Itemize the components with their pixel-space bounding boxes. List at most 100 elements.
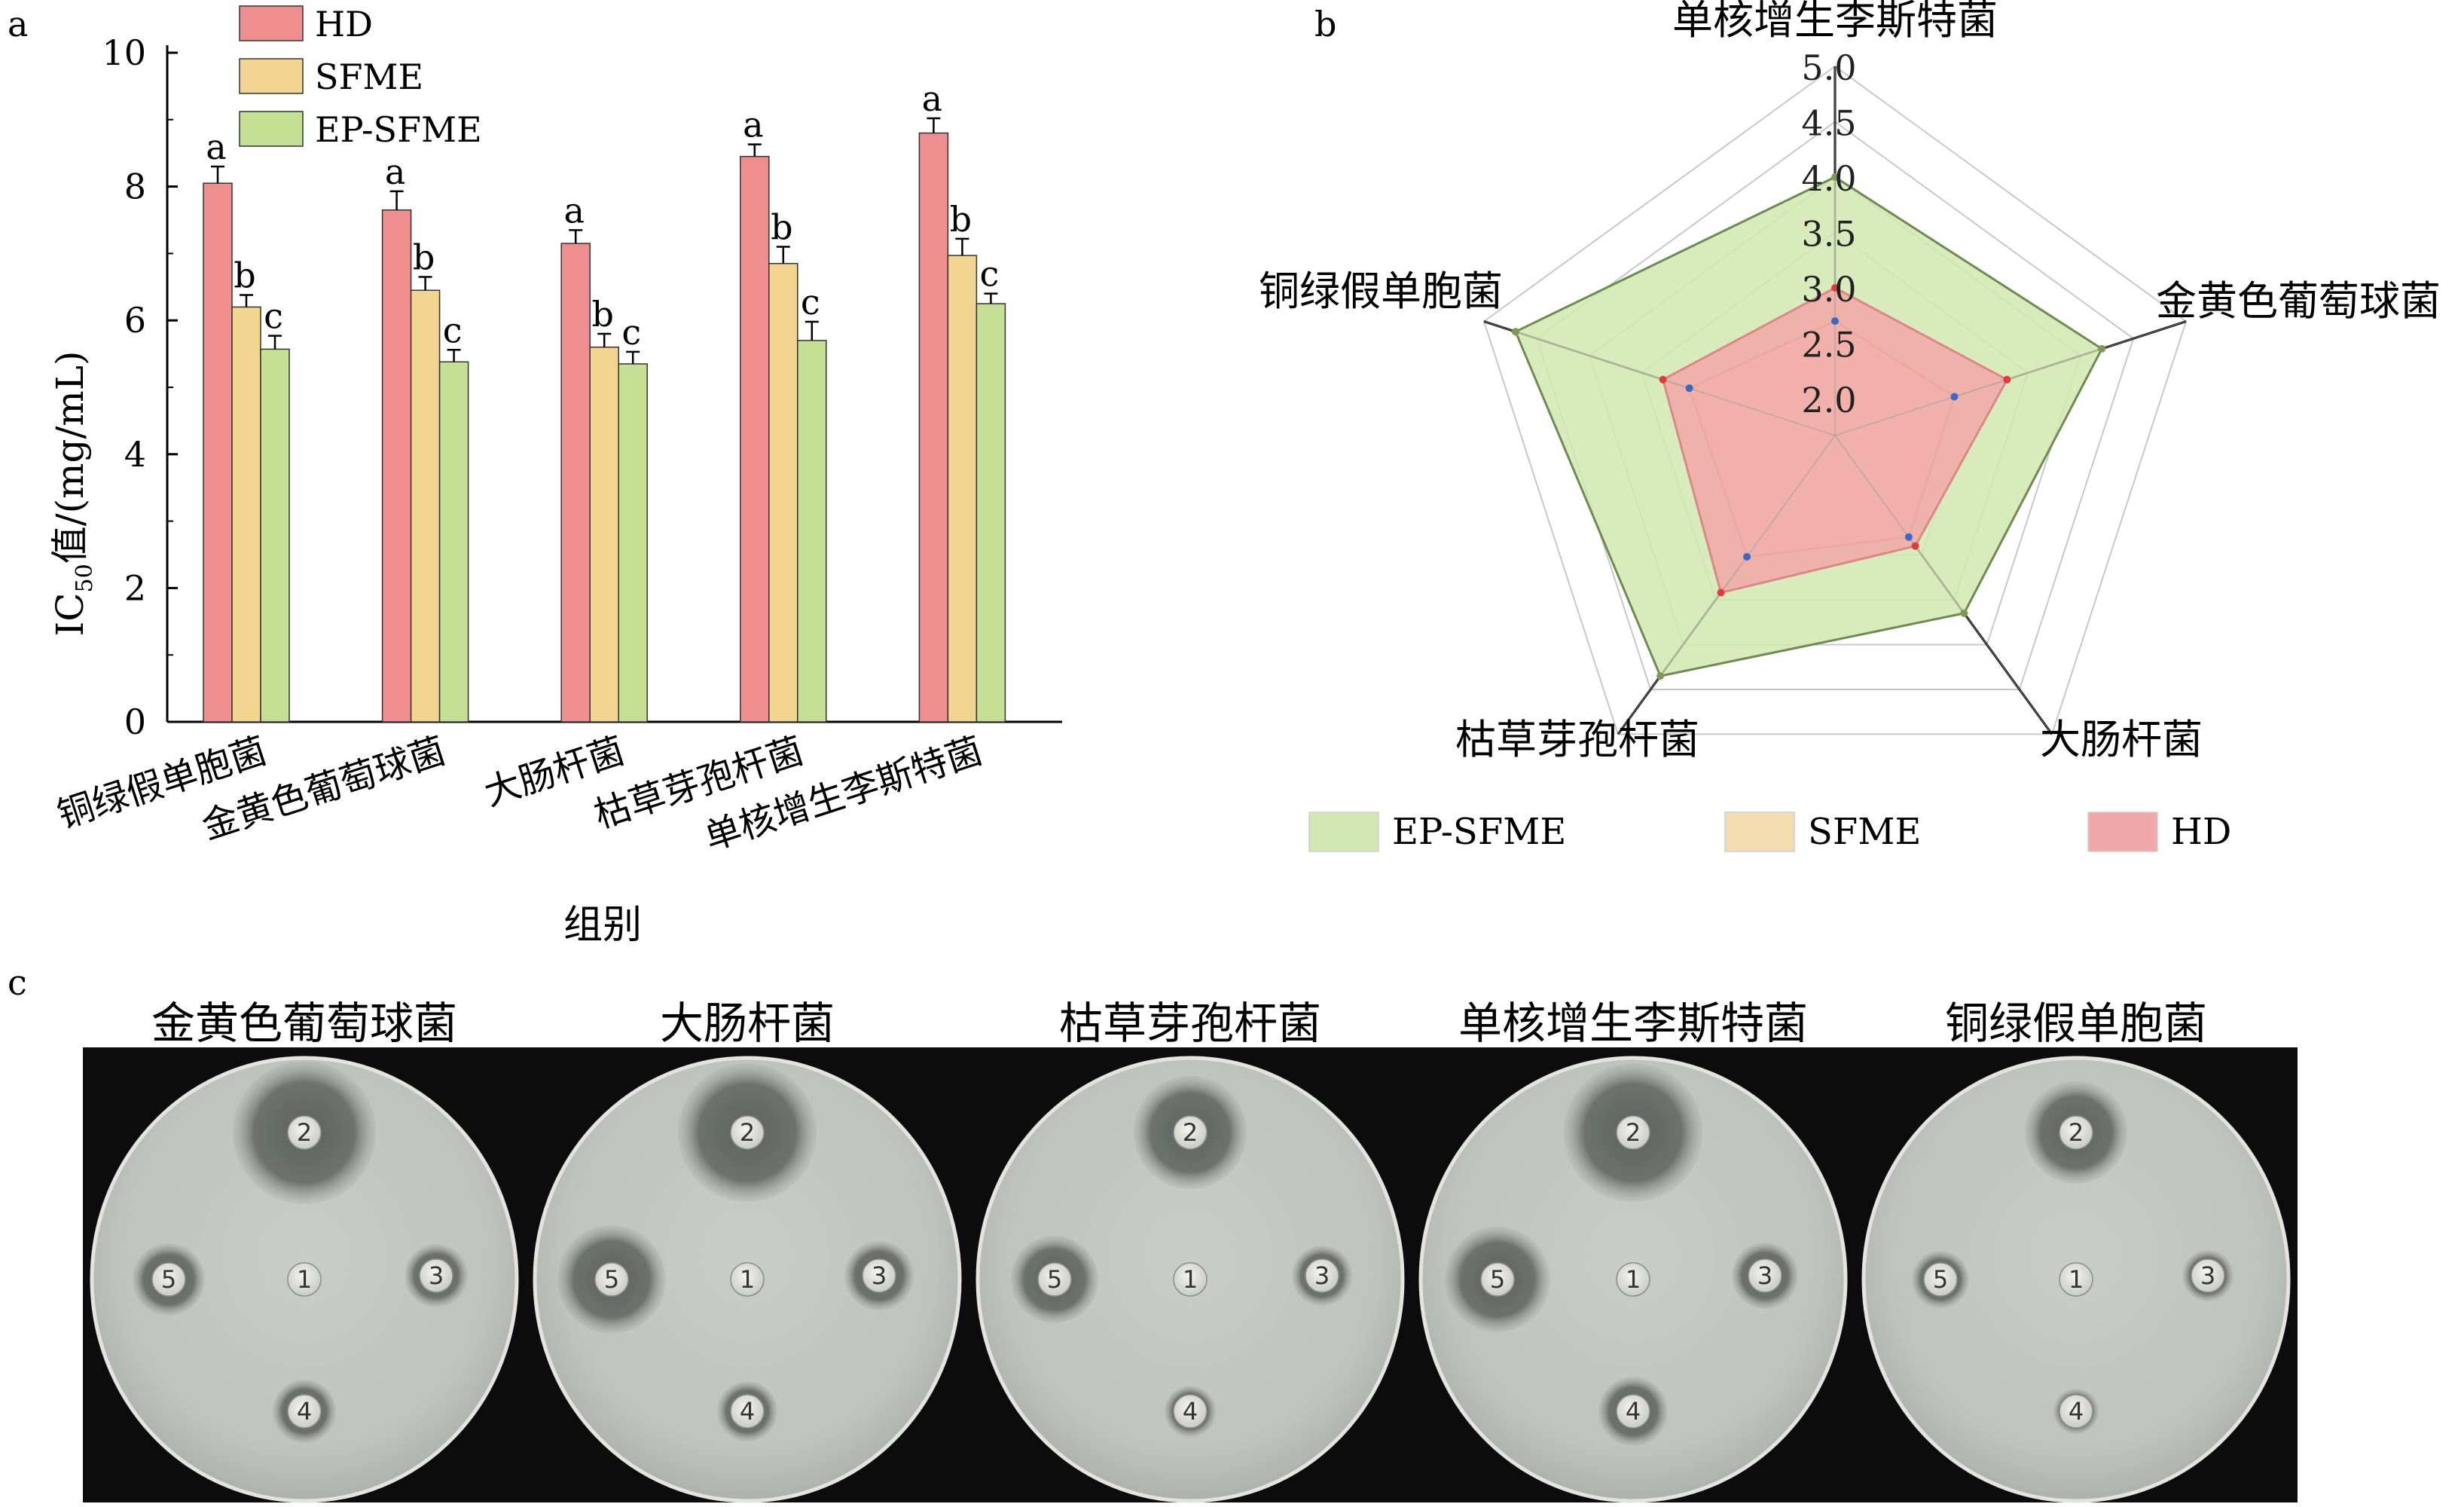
radar-point xyxy=(1911,542,1919,550)
radar-point xyxy=(1831,317,1839,326)
plate-title: 铜绿假单胞菌 xyxy=(1945,998,2207,1049)
bar xyxy=(438,361,469,723)
disc-label: 5 xyxy=(1047,1265,1062,1294)
radar-point xyxy=(1960,609,1968,617)
filter-disc xyxy=(730,1262,765,1297)
radar-point xyxy=(1685,384,1693,393)
radar-point xyxy=(1511,328,1519,336)
y-tick-label: 2 xyxy=(124,567,146,608)
radar-point xyxy=(2003,375,2011,384)
significance-letter: c xyxy=(801,282,820,322)
disc-label: 4 xyxy=(297,1397,312,1426)
bar xyxy=(740,155,770,723)
significance-letter: b xyxy=(771,207,792,248)
radar-point xyxy=(1743,552,1751,561)
radar-legend-swatch xyxy=(2087,812,2158,852)
legend-label: EP-SFME xyxy=(315,109,482,150)
disc-label: 5 xyxy=(161,1265,176,1294)
significance-letter: b xyxy=(950,199,972,240)
bar xyxy=(203,182,233,723)
radar-point xyxy=(1656,672,1665,680)
radar-spoke-overlay xyxy=(1617,435,1836,735)
filter-disc xyxy=(1923,1262,1958,1297)
filter-disc xyxy=(730,1115,765,1150)
radar-point xyxy=(1659,375,1667,384)
bar xyxy=(947,255,978,723)
disc-label: 4 xyxy=(1626,1397,1641,1426)
significance-letter: a xyxy=(563,190,584,231)
filter-disc xyxy=(287,1262,322,1297)
agar-plates: 金黄色葡萄球菌12345大肠杆菌12345枯草芽孢杆菌12345单核增生李斯特菌… xyxy=(83,998,2298,1503)
disc-label: 4 xyxy=(2069,1397,2084,1426)
disc-label: 4 xyxy=(740,1397,755,1426)
radar-legend-swatch xyxy=(1724,812,1795,852)
bar xyxy=(768,262,798,723)
disc-label: 4 xyxy=(1183,1397,1198,1426)
bar xyxy=(589,346,619,723)
y-tick-label: 0 xyxy=(124,702,146,742)
radar-tick-label: 2.0 xyxy=(1801,380,1856,420)
disc-label: 1 xyxy=(2069,1265,2084,1294)
filter-disc xyxy=(2059,1394,2093,1429)
filter-disc xyxy=(1616,1115,1650,1150)
filter-disc xyxy=(594,1262,629,1297)
bar xyxy=(797,340,827,723)
bar xyxy=(918,132,949,723)
radar-tick-label: 3.0 xyxy=(1801,269,1856,310)
radar-point xyxy=(1831,284,1839,292)
radar-series xyxy=(1483,66,2187,735)
significance-letter: c xyxy=(264,296,283,337)
filter-disc xyxy=(2059,1115,2093,1150)
legend-swatch xyxy=(239,58,304,94)
significance-letter: c xyxy=(621,312,641,353)
radar-point xyxy=(1831,173,1839,181)
radar-tick-label: 3.5 xyxy=(1801,214,1856,255)
legend-swatch xyxy=(239,111,304,147)
significance-letter: a xyxy=(743,105,763,145)
disc-label: 2 xyxy=(2069,1118,2084,1147)
filter-disc xyxy=(730,1394,765,1429)
bar xyxy=(618,363,648,723)
filter-disc xyxy=(1748,1258,1782,1293)
legend-label: SFME xyxy=(315,57,423,97)
filter-disc xyxy=(1173,1115,1208,1150)
radar-axis-label: 大肠杆菌 xyxy=(2040,716,2203,763)
panel-letter-c: c xyxy=(8,962,27,1003)
significance-letter: b xyxy=(234,255,255,295)
radar-legend-label: EP-SFME xyxy=(1392,811,1566,853)
significance-letter: c xyxy=(443,310,463,350)
filter-disc xyxy=(287,1115,322,1150)
disc-label: 3 xyxy=(2200,1261,2215,1290)
radar-point xyxy=(2098,344,2106,353)
disc-label: 2 xyxy=(740,1118,755,1147)
disc-label: 3 xyxy=(429,1261,444,1290)
ylabel-main: IC xyxy=(48,592,92,636)
disc-label: 3 xyxy=(1757,1261,1772,1290)
significance-letter: c xyxy=(980,254,1000,295)
ylabel-sub: 50 xyxy=(72,564,98,592)
radar-spoke-overlay xyxy=(1834,435,2053,735)
bar xyxy=(231,306,261,723)
radar-legend-swatch xyxy=(1308,812,1379,852)
bar xyxy=(381,209,412,723)
filter-disc xyxy=(1173,1394,1208,1429)
legend-swatch xyxy=(239,5,304,41)
disc-label: 1 xyxy=(1183,1265,1198,1294)
radar-grid-ring xyxy=(1482,65,2188,735)
filter-disc xyxy=(1616,1262,1650,1297)
radar-legend-label: SFME xyxy=(1808,811,1921,853)
filter-disc xyxy=(1173,1262,1208,1297)
disc-label: 2 xyxy=(297,1118,312,1147)
bar-chart-xlabel: 组别 xyxy=(563,903,642,948)
bar xyxy=(976,303,1006,723)
radar-axis-label: 枯草芽孢杆菌 xyxy=(1455,716,1699,763)
radar-labels: 2.02.53.03.54.04.55.0单核增生李斯特菌金黄色葡萄球菌大肠杆菌… xyxy=(1259,0,2441,763)
significance-letter: a xyxy=(922,78,942,119)
radar-chart: 2.02.53.03.54.04.55.0单核增生李斯特菌金黄色葡萄球菌大肠杆菌… xyxy=(1259,0,2441,853)
plate-title: 枯草芽孢杆菌 xyxy=(1059,998,1321,1049)
significance-letter: b xyxy=(591,294,613,335)
